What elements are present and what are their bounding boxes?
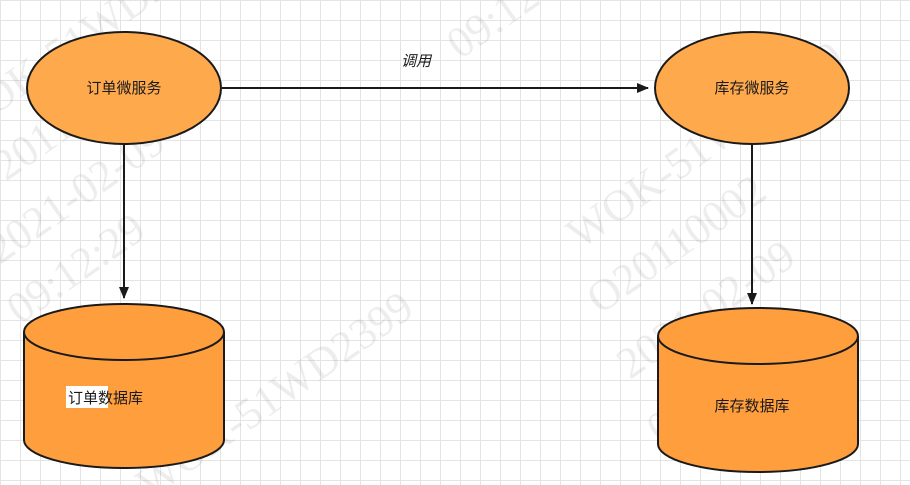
order-service-ellipse	[26, 31, 222, 145]
order-db-label-rest: 数据库	[98, 389, 143, 407]
order-db-label-highlighted: 订单	[68, 389, 98, 407]
inventory-db-label: 库存数据库	[714, 397, 789, 415]
inventory-db-body	[657, 336, 859, 473]
order-service-node[interactable]: 订单微服务	[26, 31, 222, 145]
inventory-db-top	[657, 307, 859, 365]
inventory-db-node[interactable]: 库存数据库	[657, 307, 859, 473]
inventory-service-node[interactable]: 库存微服务	[654, 31, 850, 145]
order-db-top	[23, 303, 225, 361]
inventory-service-ellipse	[654, 31, 850, 145]
order-db-node[interactable]: 订单数据库	[23, 303, 225, 469]
watermark-text: 09:12:29	[438, 0, 594, 68]
edges: 调用	[119, 52, 757, 305]
edge-call-label: 调用	[401, 52, 433, 70]
order-db-body	[23, 332, 225, 469]
order-db-label: 订单数据库	[68, 389, 143, 407]
order-db-label-highlight	[66, 386, 108, 408]
order-service-label: 订单微服务	[86, 79, 161, 97]
inventory-service-label: 库存微服务	[714, 79, 789, 97]
